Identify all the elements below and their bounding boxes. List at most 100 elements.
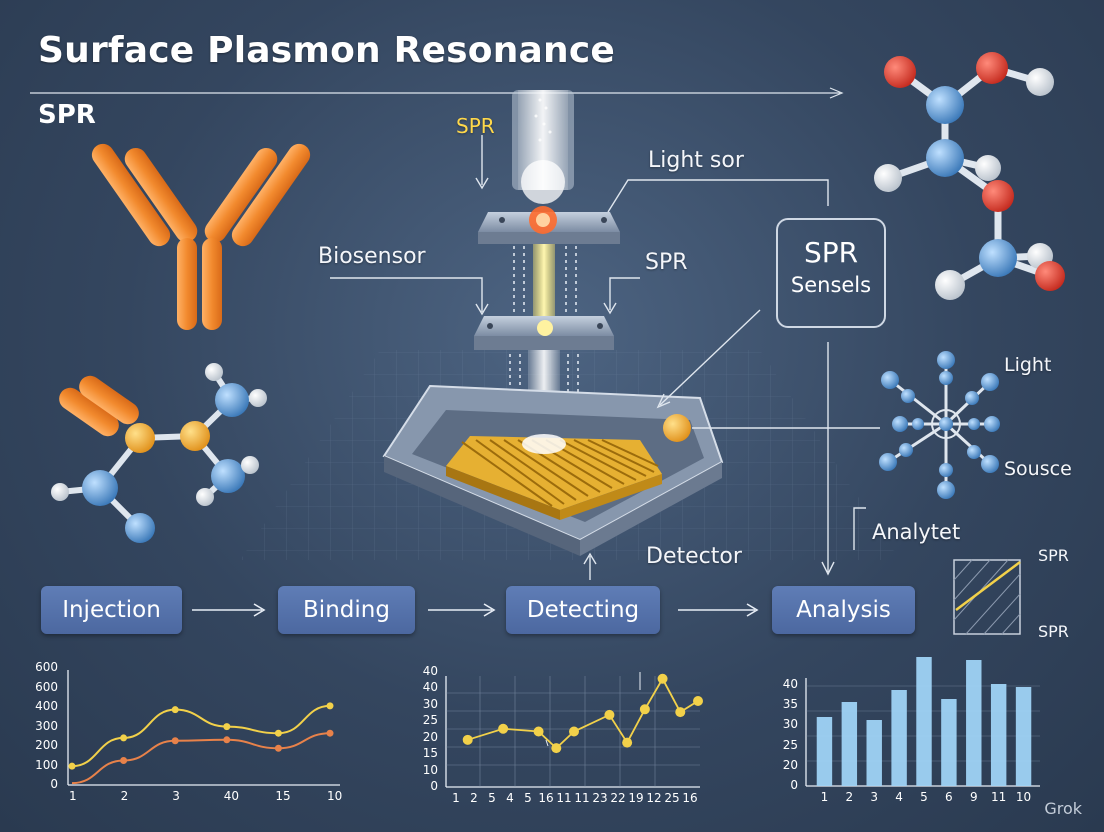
chart-2-x-tick: 1 bbox=[452, 791, 460, 805]
chart-1-x-tick: 10 bbox=[327, 789, 343, 803]
chart-3-x-tick: 9 bbox=[969, 790, 978, 804]
biosensor-label: Biosensor bbox=[318, 244, 426, 269]
chart-2-point bbox=[693, 695, 703, 706]
chart-1-x-tick: 3 bbox=[172, 789, 180, 803]
chart-1-y-tick: 600 bbox=[35, 660, 58, 674]
chart-1-y-tick: 0 bbox=[50, 777, 58, 791]
chart-2-y-tick: 40 bbox=[422, 664, 438, 678]
detector-sensor-icon bbox=[663, 414, 691, 442]
step-analysis: Analysis bbox=[772, 586, 915, 634]
chart-1-x-tick: 2 bbox=[120, 789, 129, 803]
chart-2-x-tick: 2 bbox=[470, 791, 478, 805]
antibody-icon bbox=[91, 143, 311, 330]
molecule-right-icon bbox=[886, 64, 1052, 289]
chart-3-bar bbox=[841, 702, 858, 786]
chart-2-x-tick: 5 bbox=[524, 791, 532, 805]
chart-1-series-1-point bbox=[223, 723, 231, 731]
light-source-icon bbox=[512, 90, 574, 204]
spr-sensels-box: SPR Sensels bbox=[776, 218, 886, 328]
chart-1-y-tick: 200 bbox=[35, 738, 58, 752]
chart-3-y-tick: 0 bbox=[790, 778, 798, 792]
chart-1-series-2-point bbox=[274, 744, 282, 752]
detector-base-icon bbox=[382, 384, 724, 556]
chart-2-x-tick: 22 bbox=[610, 791, 626, 805]
chart-2-x-tick: 16 bbox=[682, 791, 698, 805]
chart-3-y-tick: 20 bbox=[782, 757, 798, 772]
chart-2-point bbox=[657, 673, 668, 684]
chart-3-bar bbox=[891, 690, 907, 786]
chart-3-bar bbox=[816, 717, 833, 786]
sensels-line2: Sensels bbox=[790, 273, 872, 297]
chart-1-series-1-point bbox=[274, 729, 282, 737]
chart-2-x-tick: 11 bbox=[556, 791, 572, 805]
chart-2-y-tick: 20 bbox=[422, 729, 438, 744]
chart-1 bbox=[68, 702, 334, 785]
chart-1-series-1-point bbox=[171, 706, 179, 714]
chart-3-y-tick: 30 bbox=[782, 717, 798, 732]
chart-2-point bbox=[498, 723, 509, 734]
chart-2-series-line bbox=[467, 676, 699, 750]
chart-3-x-tick: 6 bbox=[945, 790, 953, 804]
mini-chart-spr-bottom: SPR bbox=[1038, 622, 1069, 641]
chart-1-series-2-point bbox=[120, 757, 128, 765]
chart-3-bar bbox=[866, 720, 882, 786]
page-title: Surface Plasmon Resonance bbox=[38, 30, 616, 71]
light-source-label: Light sor bbox=[648, 148, 744, 173]
chart-3-bar bbox=[966, 660, 982, 786]
chart-1-series-1-line bbox=[71, 704, 331, 768]
chart-3-y-tick: 35 bbox=[782, 697, 798, 712]
spr-mid-label: SPR bbox=[645, 250, 688, 275]
chart-2-x-tick: 19 bbox=[628, 791, 644, 805]
chart-2-y-tick: 30 bbox=[422, 696, 438, 711]
light-label: Light bbox=[1004, 354, 1052, 376]
step-binding: Binding bbox=[278, 586, 415, 634]
spr-top-label: SPR bbox=[456, 114, 495, 138]
chart-2-point bbox=[462, 734, 473, 745]
chart-3-y-tick: 25 bbox=[782, 737, 798, 752]
chart-2-x-tick: 12 bbox=[646, 791, 662, 805]
chart-3-x-tick: 11 bbox=[991, 790, 1007, 804]
analyte-label: Analytet bbox=[872, 520, 961, 544]
page-subtitle: SPR bbox=[38, 100, 96, 130]
chart-1-series-2-line bbox=[71, 732, 331, 785]
chart-1-series-1-point bbox=[326, 702, 334, 710]
chart-1-series-1-point bbox=[120, 734, 128, 742]
chart-2-point bbox=[639, 704, 650, 715]
sensels-line1: SPR bbox=[803, 236, 859, 269]
chart-2-y-tick: 10 bbox=[422, 762, 438, 777]
chart-2-point bbox=[551, 743, 562, 754]
chart-2-x-tick: 25 bbox=[664, 791, 680, 805]
chart-1-x-tick: 15 bbox=[275, 789, 291, 803]
chart-3-x-tick: 10 bbox=[1015, 790, 1032, 804]
chart-2-point bbox=[569, 726, 579, 737]
chart-2-point bbox=[675, 707, 686, 718]
chart-3-bar bbox=[941, 699, 957, 786]
chart-3-bar bbox=[916, 657, 932, 786]
chart-3-bar bbox=[1015, 687, 1032, 786]
chart-2-x-tick: 16 bbox=[538, 791, 554, 805]
workflow-arrows bbox=[192, 603, 759, 617]
chart-2-y-tick: 15 bbox=[422, 746, 438, 761]
chart-1-series-2-point bbox=[223, 736, 231, 744]
chart-3-bar bbox=[990, 684, 1007, 786]
chart-3-x-tick: 2 bbox=[845, 790, 854, 804]
mini-spr-chart bbox=[953, 559, 1021, 635]
chart-2 bbox=[462, 673, 703, 754]
chart-2-x-tick: 5 bbox=[488, 791, 496, 805]
chart-2-point bbox=[604, 709, 615, 720]
chart-2-y-tick: 25 bbox=[422, 713, 438, 728]
chart-1-y-tick: 600 bbox=[35, 679, 58, 694]
chart-1-x-tick: 1 bbox=[69, 789, 77, 803]
chart-3-x-tick: 1 bbox=[820, 790, 829, 804]
step-injection: Injection bbox=[41, 586, 182, 634]
chart-3-y-tick: 40 bbox=[782, 677, 798, 691]
chart-2-x-tick: 4 bbox=[506, 791, 514, 805]
grok-watermark: Grok bbox=[1044, 799, 1082, 818]
chart-1-y-tick: 400 bbox=[35, 699, 58, 713]
chart-3 bbox=[816, 657, 1032, 786]
chart-3-x-tick: 3 bbox=[870, 790, 879, 804]
chart-3-x-tick: 5 bbox=[920, 790, 928, 804]
mini-chart-spr-top: SPR bbox=[1038, 546, 1069, 565]
chart-1-series-2-point bbox=[171, 737, 179, 745]
